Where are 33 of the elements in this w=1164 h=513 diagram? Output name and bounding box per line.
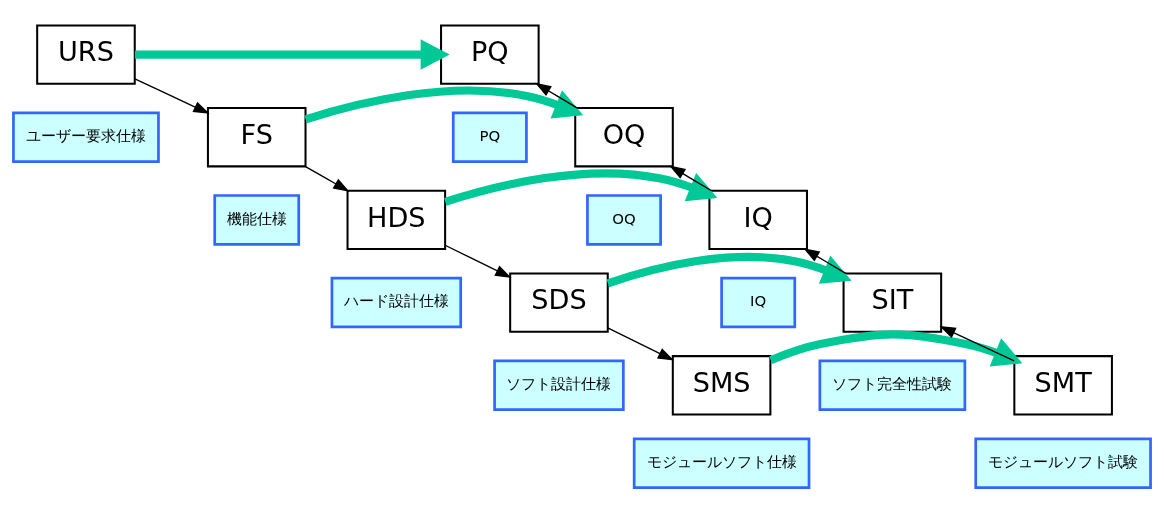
arrow: [669, 165, 713, 192]
arrow: [304, 86, 584, 124]
arrow: [535, 82, 578, 109]
node-box: OQ: [574, 107, 674, 168]
node-box: モジュールソフト試験: [974, 437, 1152, 489]
arrow: [134, 78, 210, 114]
arrow: [606, 252, 852, 288]
arrow: [803, 248, 847, 275]
arrow: [607, 327, 675, 361]
node-box: URS: [36, 24, 136, 85]
arrow: [444, 169, 718, 206]
node-box: PQ: [451, 111, 528, 163]
node-box: SMT: [1013, 355, 1113, 416]
node-box: 機能仕様: [213, 194, 301, 246]
node-box: IQ: [708, 189, 808, 251]
node-box: PQ: [440, 24, 540, 85]
arrow: [444, 244, 512, 278]
arrow: [304, 165, 350, 192]
node-box: SIT: [842, 272, 943, 333]
node-box: ソフト完全性試験: [818, 359, 967, 411]
node-box: SDS: [509, 272, 609, 333]
node-box: ハード設計仕様: [330, 276, 463, 329]
arrow: [939, 325, 1015, 362]
node-box: IQ: [720, 276, 797, 329]
node-box: OQ: [586, 194, 662, 246]
node-box: ユーザー要求仕様: [12, 111, 160, 163]
node-box: FS: [206, 107, 307, 168]
arrow: [769, 330, 1023, 367]
arrow: [134, 39, 450, 70]
node-box: ソフト設計仕様: [493, 359, 625, 411]
node-box: HDS: [346, 189, 447, 251]
node-box: モジュールソフト仕様: [632, 437, 811, 489]
node-box: SMS: [671, 355, 772, 416]
